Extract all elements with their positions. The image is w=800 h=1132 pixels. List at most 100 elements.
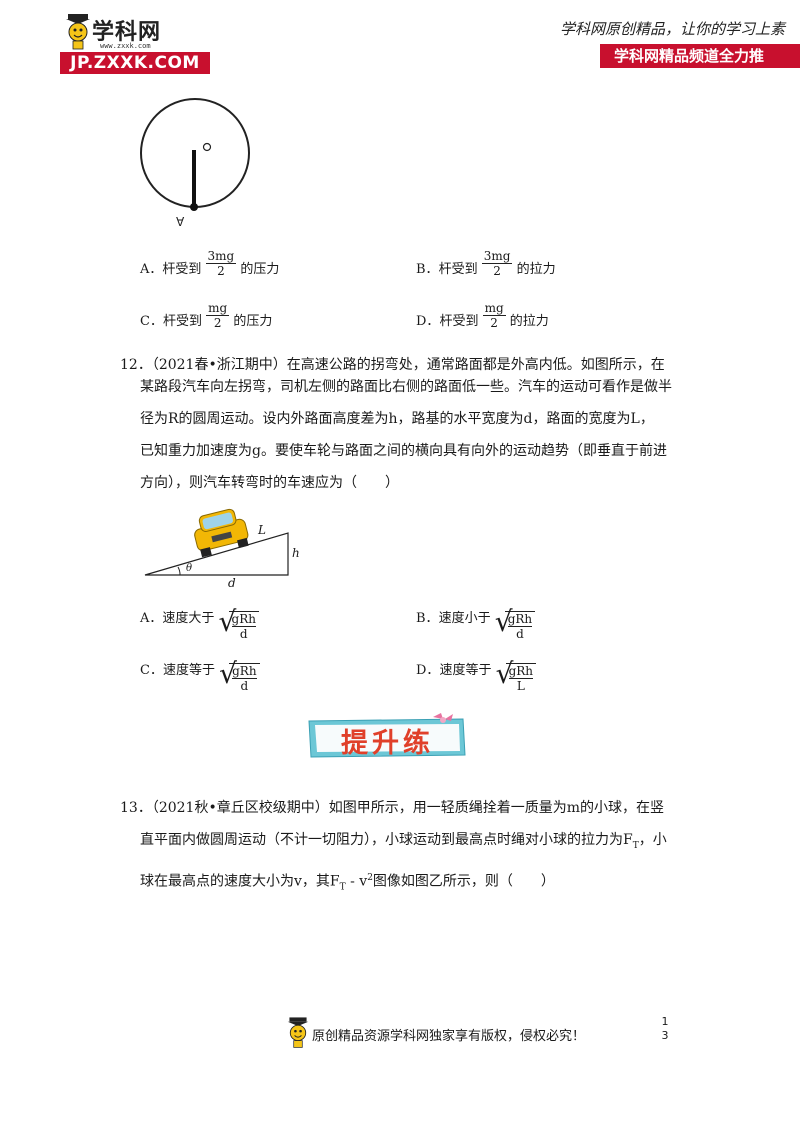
q12-line: 某路段汽车向左拐弯，司机左侧的路面比右侧的路面低一些。汽车的运动可看作是做半 (140, 379, 672, 395)
option-prefix: 杆受到 (438, 262, 478, 277)
option-prefix: 杆受到 (162, 262, 202, 277)
question-source: （2021秋•章丘区校级期中） (151, 800, 329, 816)
q12-line: 方向），则汽车转弯时的车速应为（ ） (140, 475, 399, 491)
fraction-den: 2 (217, 264, 225, 278)
logo-sub: www.zxxk.com (100, 42, 151, 50)
banner-text: 提升练 (341, 728, 434, 759)
option-letter: B． (416, 262, 439, 277)
label-l: L (258, 523, 266, 537)
option-prefix: 杆受到 (439, 314, 479, 329)
q13-stem: 13．（2021秋•章丘区校级期中）如图甲所示，用一轻质绳拴着一质量为m的小球，… (120, 797, 690, 898)
section-banner: 提升练 (305, 713, 470, 761)
option-letter: A． (140, 262, 163, 277)
q13-line-text: - v (345, 873, 368, 890)
fraction-den: 2 (490, 316, 498, 330)
subscript: T (339, 882, 346, 893)
q12-stem: 12．（2021春•浙江期中）在高速公路的拐弯处，通常路面都是外高内低。如图所示… (120, 354, 680, 494)
fraction-den: d (516, 627, 524, 641)
fraction-den: L (516, 679, 525, 693)
option-prefix: 杆受到 (162, 314, 202, 329)
option-suffix: 的压力 (240, 262, 280, 277)
fraction-num: gRh (507, 612, 533, 627)
label-d: d (228, 576, 236, 590)
fraction-den: 2 (213, 316, 222, 330)
sqrt-icon: √ (495, 657, 514, 690)
q13-line-text: 球在最高点的速度大小为v，其F (140, 873, 340, 890)
fraction-num: gRh (231, 612, 256, 627)
q13-line-text: 直平面内做圆周运动（不计一切阻力），小球运动到最高点时绳对小球的拉力为F (140, 832, 633, 848)
q13-line-text: 图像如图乙所示，则（ ） (372, 873, 555, 890)
subscript: T (632, 840, 639, 851)
fraction-num: 3mg (481, 249, 513, 264)
option-prefix: 速度等于 (439, 663, 492, 678)
logo-name: 学科网 (92, 20, 162, 45)
question-number: 12． (120, 357, 152, 373)
banner-bg (308, 713, 466, 758)
fraction-den: d (239, 627, 248, 641)
page-number: 1 3 (660, 1015, 670, 1043)
site-logo[interactable]: 学科网 www.zxxk.com JP.ZXXK.COM (60, 12, 210, 74)
option-prefix: 速度大于 (162, 611, 215, 626)
sqrt-icon: √ (218, 605, 237, 638)
sqrt-icon: √ (494, 605, 513, 638)
q13-line: 球在最高点的速度大小为v，其FT - v2图像如图乙所示，则（ ） (120, 867, 690, 898)
question-source: （2021春•浙江期中） (151, 357, 287, 373)
q13-line-text: 如图甲所示，用一轻质绳拴着一质量为m的小球，在竖 (328, 800, 664, 816)
logo-url-bar: JP.ZXXK.COM (60, 52, 210, 74)
footer-mascot-icon (287, 1017, 309, 1048)
option-letter: C． (140, 663, 163, 678)
q12-line: 12．（2021春•浙江期中）在高速公路的拐弯处，通常路面都是外高内低。如图所示… (120, 354, 680, 376)
q13-line: 13．（2021秋•章丘区校级期中）如图甲所示，用一轻质绳拴着一质量为m的小球，… (120, 797, 690, 819)
q12-line: 径为R的圆周运动。设内外路面高度差为h，路基的水平宽度为d，路面的宽度为L， (140, 411, 654, 427)
fraction-den: 2 (493, 264, 501, 278)
page-number-bottom: 3 (661, 1029, 669, 1042)
question-number: 13． (120, 800, 152, 816)
channel-banner[interactable]: 学科网精品频道全力推 (600, 44, 800, 68)
option-suffix: 的拉力 (509, 314, 549, 329)
option-letter: C． (140, 314, 163, 329)
superscript: 2 (367, 872, 373, 883)
circle-rod-figure (140, 98, 250, 211)
q12-line-text: 在高速公路的拐弯处，通常路面都是外高内低。如图所示，在 (286, 357, 665, 373)
fraction-den: d (240, 679, 249, 693)
sqrt-icon: √ (219, 657, 237, 690)
fraction-num: gRh (232, 664, 257, 679)
point-label-a: A (176, 214, 185, 228)
option-letter: D． (416, 663, 440, 678)
fraction-num: gRh (508, 664, 534, 679)
q13-line: 直平面内做圆周运动（不计一切阻力），小球运动到最高点时绳对小球的拉力为FT，小 (120, 829, 690, 857)
option-letter: D． (416, 314, 440, 329)
fraction-num: mg (206, 301, 230, 316)
page-number-top: 1 (661, 1015, 669, 1028)
banked-road-figure (144, 508, 289, 576)
ribbon-icon (433, 713, 453, 723)
footer-copyright: 原创精品资源学科网独家享有版权，侵权必究！ (312, 1029, 586, 1044)
header-slogan: 学科网原创精品，让你的学习上素 (560, 20, 786, 38)
option-suffix: 的拉力 (516, 262, 556, 277)
car-icon (194, 508, 249, 558)
option-prefix: 速度小于 (438, 611, 491, 626)
label-h: h (292, 546, 300, 560)
mascot-icon (66, 14, 90, 50)
option-letter: A． (140, 611, 163, 626)
option-letter: B． (416, 611, 439, 626)
q13-line-text: ，小 (638, 832, 667, 848)
label-theta: θ (186, 563, 193, 574)
option-prefix: 速度等于 (162, 663, 215, 678)
